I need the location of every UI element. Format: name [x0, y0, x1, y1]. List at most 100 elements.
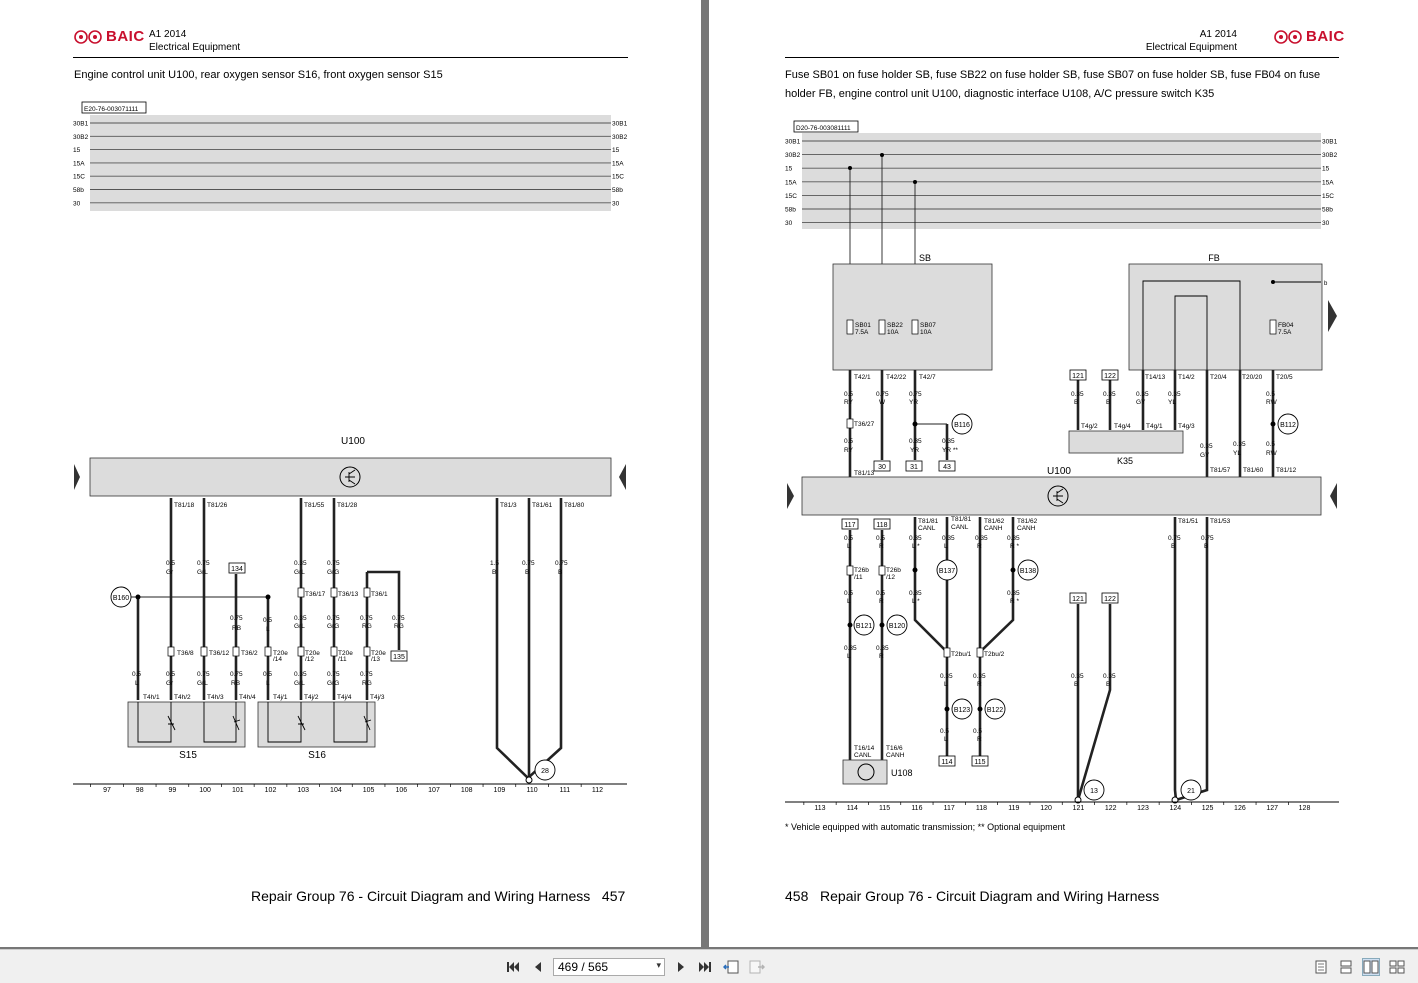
- svg-text:0.75: 0.75: [230, 671, 243, 678]
- fuse-holder-sb: SB: [919, 253, 931, 263]
- svg-text:B123: B123: [954, 707, 970, 714]
- svg-text:0.75: 0.75: [522, 560, 535, 567]
- svg-text:R: R: [977, 736, 982, 743]
- svg-text:L: L: [944, 681, 948, 688]
- facing-view-button[interactable]: [1362, 958, 1380, 976]
- svg-text:0.75: 0.75: [555, 560, 568, 567]
- rail-label-left: 30B1: [73, 121, 89, 128]
- continuous-view-button[interactable]: [1337, 958, 1355, 976]
- svg-text:28: 28: [541, 768, 549, 775]
- svg-text:13: 13: [1090, 788, 1098, 795]
- previous-page-icon: [535, 962, 541, 972]
- go-forward-button[interactable]: [748, 958, 766, 976]
- svg-text:RW: RW: [1266, 399, 1278, 406]
- go-back-button[interactable]: [722, 958, 740, 976]
- svg-text:21: 21: [1187, 788, 1195, 795]
- chevron-down-icon[interactable]: ▾: [656, 960, 661, 970]
- svg-text:0.35: 0.35: [975, 535, 988, 542]
- svg-text:1.5: 1.5: [490, 560, 499, 567]
- svg-text:T81/12: T81/12: [1276, 467, 1297, 474]
- previous-page-button[interactable]: [529, 958, 547, 976]
- svg-text:114: 114: [941, 759, 952, 766]
- page-title: Engine control unit U100, rear oxygen se…: [74, 69, 443, 81]
- svg-text:0.35: 0.35: [1136, 391, 1149, 398]
- next-page-button[interactable]: [672, 958, 690, 976]
- rail-label-left: 15A: [785, 179, 797, 186]
- rail-label-right: 30: [612, 200, 620, 207]
- rail-label-right: 15C: [1322, 193, 1334, 200]
- rail-label-right: 58b: [612, 187, 623, 194]
- grid-number: 112: [592, 787, 603, 794]
- svg-text:T4g/1: T4g/1: [1146, 423, 1163, 430]
- svg-text:B: B: [558, 569, 562, 576]
- svg-text:0.35: 0.35: [973, 673, 986, 680]
- svg-text:T2bu/2: T2bu/2: [984, 651, 1005, 658]
- svg-text:0.35: 0.35: [1071, 391, 1084, 398]
- grid-number: 126: [1234, 805, 1246, 812]
- model-label: A1 2014: [149, 29, 187, 40]
- svg-text:121: 121: [1072, 373, 1084, 380]
- svg-text:T4j/4: T4j/4: [337, 694, 352, 701]
- svg-text:CANH: CANH: [1017, 525, 1036, 532]
- footer-text: Repair Group 76 - Circuit Diagram and Wi…: [251, 888, 591, 904]
- page-title-line2: holder FB, engine control unit U100, dia…: [785, 88, 1215, 100]
- svg-text:T4j/3: T4j/3: [370, 694, 385, 701]
- svg-text:L *: L *: [912, 598, 920, 605]
- baic-logo: BAIC: [1274, 28, 1345, 45]
- grid-number: 118: [976, 805, 987, 812]
- svg-text:T42/1: T42/1: [854, 374, 871, 381]
- svg-text:CANH: CANH: [984, 525, 1003, 532]
- sensor-s15-label: S15: [179, 750, 197, 761]
- svg-text:CANL: CANL: [918, 525, 936, 532]
- svg-text:SB07: SB07: [920, 322, 936, 329]
- page-number-input[interactable]: 469 / 565 ▾: [553, 958, 665, 976]
- svg-text:0.35: 0.35: [294, 615, 307, 622]
- svg-text:10A: 10A: [920, 329, 932, 336]
- last-page-button[interactable]: [696, 958, 714, 976]
- grid-number: 107: [428, 787, 440, 794]
- ecu-label: U100: [341, 436, 365, 447]
- svg-text:T36/8: T36/8: [177, 650, 194, 657]
- svg-text:B: B: [1074, 399, 1078, 406]
- single-page-view-button[interactable]: [1312, 958, 1330, 976]
- rail-label-left: 15C: [73, 174, 85, 181]
- svg-text:T20/4: T20/4: [1210, 374, 1227, 381]
- svg-text:T36/1: T36/1: [371, 591, 388, 598]
- grid-number: 100: [199, 787, 211, 794]
- rail-label-left: 30: [73, 200, 81, 207]
- svg-text:Gr: Gr: [166, 680, 174, 687]
- svg-text:0.35: 0.35: [1200, 443, 1213, 450]
- svg-text:0.75: 0.75: [392, 615, 405, 622]
- svg-text:GrL: GrL: [294, 569, 305, 576]
- svg-text:T81/60: T81/60: [1243, 467, 1264, 474]
- svg-text:T81/28: T81/28: [337, 502, 358, 509]
- svg-text:T20/20: T20/20: [1242, 374, 1263, 381]
- svg-text:B121: B121: [856, 623, 872, 630]
- grid-number: 108: [461, 787, 473, 794]
- svg-text:B160: B160: [113, 595, 129, 602]
- logo-text: BAIC: [106, 28, 145, 45]
- svg-text:0.5: 0.5: [876, 590, 885, 597]
- svg-text:0.35: 0.35: [940, 673, 953, 680]
- svg-text:T81/51: T81/51: [1178, 518, 1199, 525]
- header-rule: [785, 57, 1339, 58]
- svg-text:0.5: 0.5: [166, 560, 175, 567]
- svg-text:43: 43: [943, 464, 951, 471]
- svg-text:122: 122: [1104, 373, 1116, 380]
- first-page-button[interactable]: [504, 958, 522, 976]
- continuous-facing-view-button[interactable]: [1388, 958, 1406, 976]
- svg-text:T4h/3: T4h/3: [207, 694, 224, 701]
- svg-text:31: 31: [910, 464, 918, 471]
- logo-text: BAIC: [1306, 28, 1345, 45]
- svg-text:0.75: 0.75: [327, 560, 340, 567]
- diagram-code: D20-76-003081111: [796, 125, 851, 132]
- rail-label-right: 30B1: [1322, 139, 1338, 146]
- svg-text:/14: /14: [273, 656, 282, 663]
- svg-text:T81/55: T81/55: [304, 502, 325, 509]
- svg-text:0.5: 0.5: [263, 617, 272, 624]
- svg-text:R: R: [879, 653, 884, 660]
- svg-text:/11: /11: [854, 574, 863, 581]
- rail-label-left: 30B2: [73, 134, 89, 141]
